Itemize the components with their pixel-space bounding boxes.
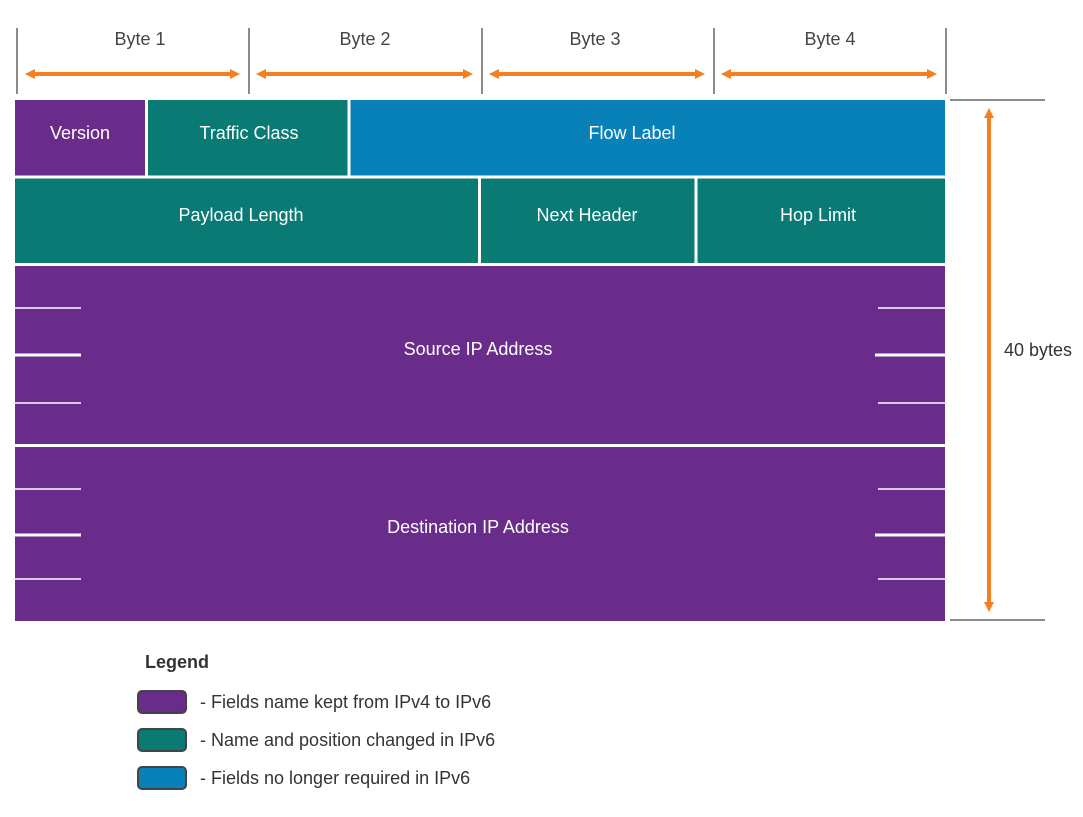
next-header-label: Next Header <box>536 205 637 225</box>
legend-item-kept: - Fields name kept from IPv4 to IPv6 <box>137 683 495 721</box>
legend-text-removed: - Fields no longer required in IPv6 <box>200 767 471 788</box>
size-label: 40 bytes <box>1004 340 1072 360</box>
legend: Legend - Fields name kept from IPv4 to I… <box>137 652 495 797</box>
version-field <box>15 100 146 176</box>
flow-label-label: Flow Label <box>588 123 675 143</box>
hop-limit-field <box>696 176 945 264</box>
byte-label-4: Byte 4 <box>804 29 855 49</box>
traffic-class-label: Traffic Class <box>199 123 298 143</box>
byte-column-ticks <box>16 28 947 94</box>
byte-label-2: Byte 2 <box>339 29 390 49</box>
hop-limit-label: Hop Limit <box>780 205 856 225</box>
size-label-backdrop <box>998 336 1078 364</box>
byte-label-3: Byte 3 <box>569 29 620 49</box>
address-segment-ticks <box>15 307 945 580</box>
source-ip-label: Source IP Address <box>404 339 553 359</box>
legend-text-kept: - Fields name kept from IPv4 to IPv6 <box>200 691 492 712</box>
legend-item-changed: - Name and position changed in IPv6 <box>137 721 495 759</box>
payload-length-label: Payload Length <box>178 205 303 225</box>
traffic-class-field <box>146 100 349 176</box>
source-ip-field <box>15 264 945 445</box>
legend-text-changed: - Name and position changed in IPv6 <box>200 729 496 750</box>
legend-swatch-kept <box>137 690 187 714</box>
byte-label-1: Byte 1 <box>114 29 165 49</box>
legend-swatch-changed <box>137 728 187 752</box>
field-dividers <box>15 100 945 447</box>
next-header-field <box>479 176 696 264</box>
payload-length-field <box>15 176 479 264</box>
version-label: Version <box>50 123 110 143</box>
legend-item-removed: - Fields no longer required in IPv6 <box>137 759 495 797</box>
size-dimension-ticks <box>950 99 1045 621</box>
flow-label-field <box>349 100 945 176</box>
destination-ip-field <box>15 445 945 621</box>
destination-ip-label: Destination IP Address <box>387 517 569 537</box>
legend-swatch-removed <box>137 766 187 790</box>
legend-title: Legend <box>145 652 210 672</box>
